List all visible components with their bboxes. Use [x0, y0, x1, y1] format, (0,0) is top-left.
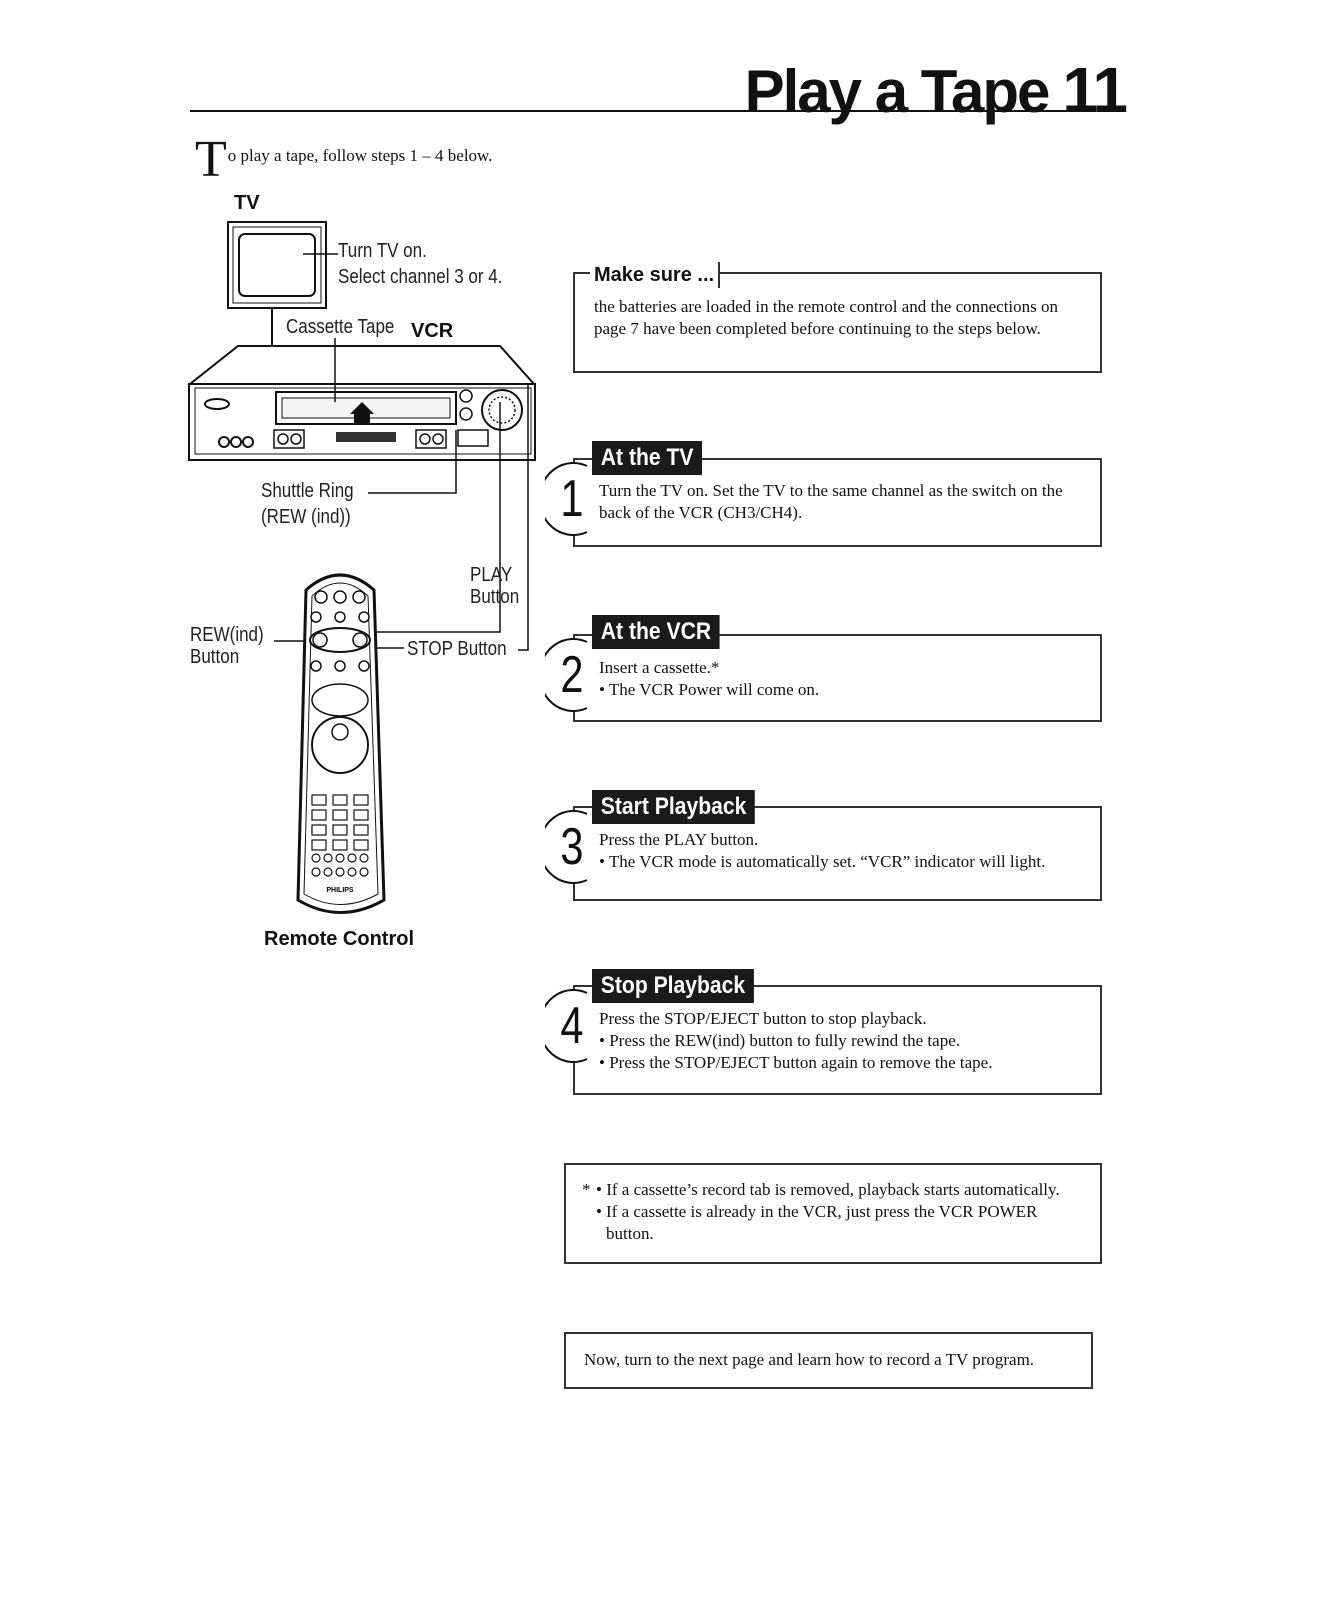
next-page-box: Now, turn to the next page and learn how…: [564, 1332, 1093, 1389]
intro-paragraph: T o play a tape, follow steps 1 – 4 belo…: [195, 131, 493, 188]
remote-illustration: PHILIPS: [296, 573, 386, 914]
stop-button-label: STOP Button: [407, 638, 507, 660]
rew-button-label-2: Button: [190, 646, 240, 668]
step-3-line-2: The VCR mode is automatically set. “VCR”…: [599, 851, 1094, 873]
play-button-label: PLAY: [470, 564, 513, 586]
shuttle-ring-rew-label: (REW (ind)): [261, 506, 351, 528]
step-4-line-3: Press the STOP/EJECT button again to rem…: [599, 1052, 1084, 1074]
step-2-line-2: The VCR Power will come on.: [599, 679, 1084, 701]
tv-callout-channel: Select channel 3 or 4.: [338, 266, 503, 288]
shuttle-ring-label: Shuttle Ring: [261, 480, 354, 502]
step-3-line-1: Press the PLAY button.: [599, 830, 759, 849]
step-4-line-1: Press the STOP/EJECT button to stop play…: [599, 1009, 927, 1028]
step-4-tag: Stop Playback: [592, 969, 754, 1003]
page-title: Play a Tape 11: [744, 54, 1128, 126]
step-4-box: Press the STOP/EJECT button to stop play…: [573, 985, 1102, 1095]
step-4-number: 4: [560, 997, 584, 1055]
rew-button-label: REW(ind): [190, 624, 264, 646]
intro-text: o play a tape, follow steps 1 – 4 below.: [227, 146, 493, 165]
make-sure-text: the batteries are loaded in the remote c…: [594, 297, 1059, 338]
remote-control-label: Remote Control: [264, 928, 414, 950]
footnote-line-2: If a cassette is already in the VCR, jus…: [606, 1202, 1038, 1243]
cassette-tape-label: Cassette Tape: [286, 316, 395, 338]
drop-cap: T: [195, 131, 227, 188]
step-1-number: 1: [560, 470, 584, 528]
footnote-line-2-wrap: •If a cassette is already in the VCR, ju…: [596, 1201, 1070, 1245]
step-4-circle: [545, 989, 588, 1063]
make-sure-title: Make sure ...: [590, 262, 721, 288]
next-page-text: Now, turn to the next page and learn how…: [584, 1350, 1035, 1369]
step-3-number: 3: [560, 818, 584, 876]
step-1-tag: At the TV: [592, 441, 703, 475]
step-3-tag: Start Playback: [592, 790, 756, 824]
remote-brand: PHILIPS: [326, 887, 354, 894]
step-4-line-2: Press the REW(ind) button to fully rewin…: [599, 1030, 1084, 1052]
footnote-line-1: If a cassette’s record tab is removed, p…: [596, 1179, 1088, 1201]
vcr-label: VCR: [411, 320, 454, 342]
step-2-tag: At the VCR: [592, 615, 720, 649]
step-3-circle: [545, 810, 588, 884]
header-rule: [190, 110, 1070, 112]
vcr-illustration: [187, 338, 537, 461]
step-1-circle: [545, 462, 588, 536]
page-title-text: Play a Tape: [744, 58, 1051, 125]
footnote-box: * If a cassette’s record tab is removed,…: [564, 1163, 1102, 1264]
step-1-box: Turn the TV on. Set the TV to the same c…: [573, 458, 1102, 547]
page-number: 11: [1062, 54, 1128, 126]
step-2-circle: [545, 638, 588, 712]
make-sure-box: the batteries are loaded in the remote c…: [573, 272, 1102, 373]
tv-label: TV: [234, 192, 260, 214]
step-2-line-1: Insert a cassette.*: [599, 658, 720, 677]
footnote-star: *: [582, 1180, 591, 1199]
tv-illustration: [227, 221, 338, 346]
play-button-label-2: Button: [470, 586, 520, 608]
tv-callout-turn-on: Turn TV on.: [338, 240, 427, 262]
step-2-number: 2: [560, 646, 584, 704]
step-1-text: Turn the TV on. Set the TV to the same c…: [599, 481, 1063, 522]
